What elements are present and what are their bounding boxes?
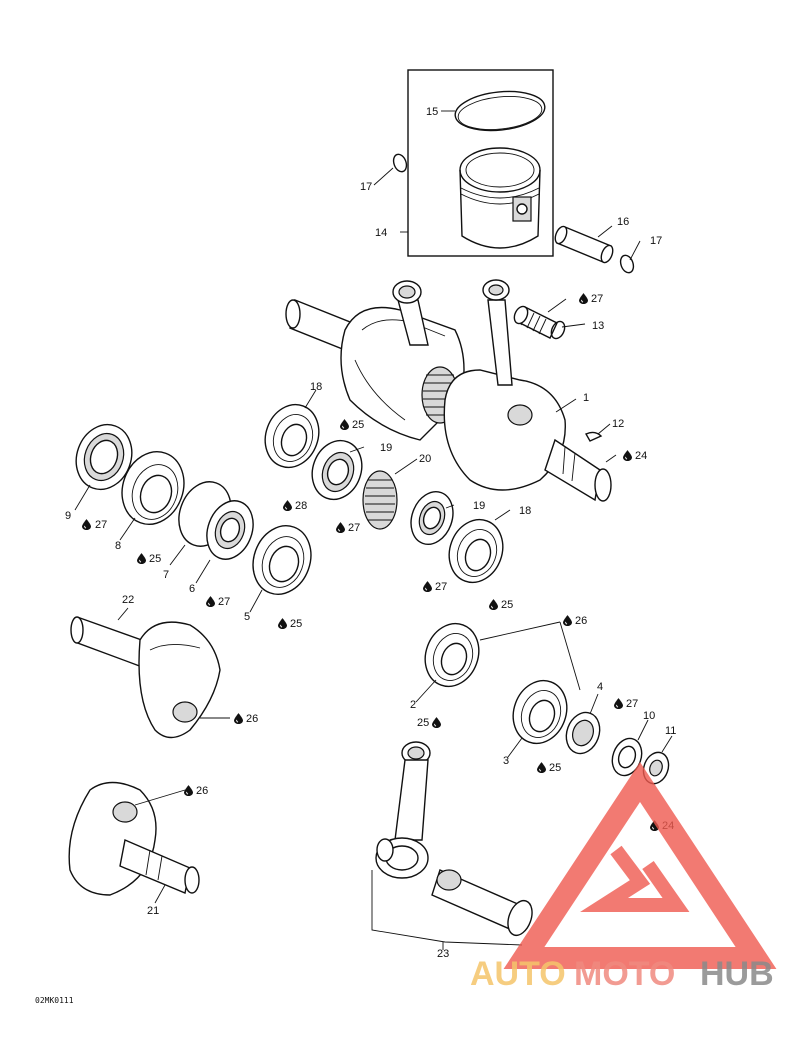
callout-19: 19 [380, 442, 392, 454]
callout-9: 9 [65, 510, 71, 522]
callout-25: 25 [290, 618, 302, 630]
callout-27: 27 [591, 293, 603, 305]
seal-ring [206, 500, 254, 560]
drop-icon [537, 762, 546, 773]
drop-icon [432, 717, 441, 728]
callout-3: 3 [503, 755, 509, 767]
drop-icon [137, 553, 146, 564]
callout-1: 1 [583, 392, 589, 404]
callout-17: 17 [360, 181, 372, 193]
oil-seal [565, 711, 601, 755]
watermark-text: AUTO MOTO HUB [470, 955, 774, 993]
callout-18: 18 [519, 505, 531, 517]
callout-21: 21 [147, 905, 159, 917]
callout-12: 12 [612, 418, 624, 430]
drop-icon [489, 599, 498, 610]
watermark-logo [503, 762, 777, 969]
svg-text:HUB: HUB [700, 955, 774, 993]
circlip [619, 254, 635, 274]
drop-icon [614, 698, 623, 709]
callout-22: 22 [122, 594, 134, 606]
crankshaft-half-left [70, 616, 221, 739]
drop-icon [82, 519, 91, 530]
drop-icon [206, 596, 215, 607]
callout-labels: 1 2 3 4 5 6 7 8 9 10 11 12 13 14 15 16 1… [65, 106, 676, 960]
oil-seal [75, 423, 133, 491]
needle-bearing [513, 305, 566, 340]
callout-5: 5 [244, 611, 250, 623]
callout-11: 11 [665, 725, 676, 737]
callout-25: 25 [501, 599, 513, 611]
drop-icon [563, 615, 572, 626]
drop-icon [579, 293, 588, 304]
diagram-reference: 02MK0111 [35, 996, 74, 1005]
svg-text:MOTO: MOTO [574, 955, 675, 993]
callout-13: 13 [592, 320, 604, 332]
callout-27: 27 [626, 698, 638, 710]
callout-26: 26 [575, 615, 587, 627]
callout-15: 15 [426, 106, 438, 118]
callout-24: 24 [635, 450, 647, 462]
callout-27: 27 [218, 596, 230, 608]
callout-27: 27 [348, 522, 360, 534]
drop-icon [340, 419, 349, 430]
callout-16: 16 [617, 216, 629, 228]
ball-bearing [121, 451, 185, 525]
crankshaft-half-right [68, 781, 200, 896]
callout-19: 19 [473, 500, 485, 512]
crankshaft-assembly [285, 279, 612, 502]
callout-7: 7 [163, 569, 169, 581]
drop-icon [184, 785, 193, 796]
drop-icon [336, 522, 345, 533]
wrist-pin [554, 225, 614, 264]
callout-10: 10 [643, 710, 655, 722]
callout-17: 17 [650, 235, 662, 247]
ball-bearing [424, 622, 480, 688]
circlip [392, 153, 408, 173]
seal-ring [311, 439, 363, 501]
callout-14: 14 [375, 227, 387, 239]
callout-27: 27 [435, 581, 447, 593]
callout-25: 25 [549, 762, 561, 774]
callout-8: 8 [115, 540, 121, 552]
drop-icon [234, 713, 243, 724]
ball-bearing [252, 525, 312, 595]
callout-4: 4 [597, 681, 603, 693]
callout-18: 18 [310, 381, 322, 393]
leader-lines [74, 110, 673, 950]
callout-26: 26 [246, 713, 258, 725]
connecting-rod-assembly [371, 741, 533, 946]
ball-bearing [448, 518, 504, 584]
callout-27: 27 [95, 519, 107, 531]
piston-assembly-box [392, 69, 554, 257]
callout-6: 6 [189, 583, 195, 595]
piston-ring [454, 90, 546, 132]
callout-23: 23 [437, 948, 449, 960]
callout-2: 2 [410, 699, 416, 711]
drop-icon [283, 500, 292, 511]
callout-25: 25 [417, 717, 429, 729]
callout-26: 26 [196, 785, 208, 797]
callout-25: 25 [352, 419, 364, 431]
drop-icon [278, 618, 287, 629]
callout-25: 25 [149, 553, 161, 565]
drop-icon [623, 450, 632, 461]
svg-text:AUTO: AUTO [470, 955, 566, 993]
piston [459, 147, 541, 249]
callout-28: 28 [295, 500, 307, 512]
ball-bearing [264, 403, 320, 469]
woodruff-key [585, 431, 603, 442]
drive-gear [362, 470, 398, 530]
seal-ring [410, 491, 454, 545]
washer [611, 737, 643, 777]
drop-icon [423, 581, 432, 592]
ball-bearing [512, 679, 568, 745]
callout-20: 20 [419, 453, 431, 465]
